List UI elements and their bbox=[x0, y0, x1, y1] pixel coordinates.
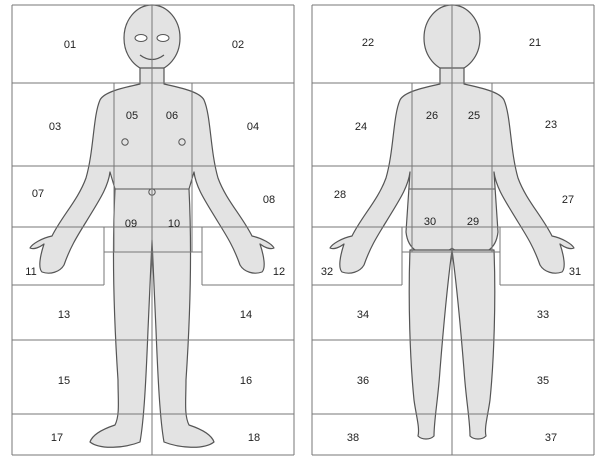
zone-label: 35 bbox=[537, 375, 549, 387]
zone-label: 37 bbox=[545, 432, 557, 444]
zone-label: 09 bbox=[125, 218, 137, 230]
right-eye-icon bbox=[157, 35, 169, 42]
zone-label: 14 bbox=[240, 309, 252, 321]
zone-label: 07 bbox=[32, 188, 44, 200]
zone-label: 16 bbox=[240, 375, 252, 387]
zone-label: 22 bbox=[362, 37, 374, 49]
zone-label: 31 bbox=[569, 266, 581, 278]
zone-label: 12 bbox=[273, 266, 285, 278]
zone-label: 06 bbox=[166, 110, 178, 122]
zone-label: 24 bbox=[355, 121, 367, 133]
zone-label: 26 bbox=[426, 110, 438, 122]
zone-label: 34 bbox=[357, 309, 369, 321]
zone-label: 36 bbox=[357, 375, 369, 387]
zone-label: 04 bbox=[247, 121, 259, 133]
zone-label: 23 bbox=[545, 119, 557, 131]
zone-label: 13 bbox=[58, 309, 70, 321]
zone-label: 38 bbox=[347, 432, 359, 444]
left-eye-icon bbox=[135, 35, 147, 42]
zone-label: 21 bbox=[529, 37, 541, 49]
zone-label: 18 bbox=[248, 432, 260, 444]
zone-label: 27 bbox=[562, 194, 574, 206]
zone-label: 05 bbox=[126, 110, 138, 122]
zone-label: 17 bbox=[51, 432, 63, 444]
zone-label: 30 bbox=[424, 216, 436, 228]
zone-label: 01 bbox=[64, 39, 76, 51]
zone-label: 25 bbox=[468, 110, 480, 122]
zone-label: 11 bbox=[25, 266, 36, 278]
zone-label: 32 bbox=[321, 266, 333, 278]
zone-label: 10 bbox=[168, 218, 180, 230]
zone-label: 29 bbox=[467, 216, 479, 228]
zone-label: 28 bbox=[334, 189, 346, 201]
zone-label: 02 bbox=[232, 39, 244, 51]
zone-label: 33 bbox=[537, 309, 549, 321]
zone-label: 08 bbox=[263, 194, 275, 206]
zone-label: 03 bbox=[49, 121, 61, 133]
zone-label: 15 bbox=[58, 375, 70, 387]
